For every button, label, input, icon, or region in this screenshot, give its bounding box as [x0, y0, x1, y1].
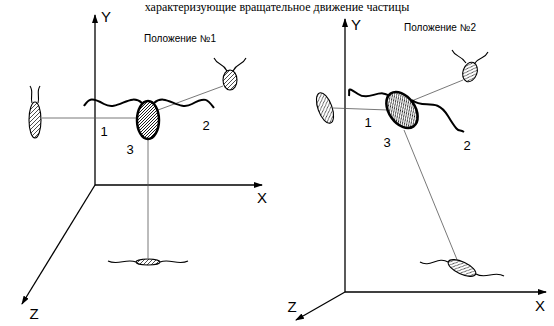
axis-x [345, 291, 546, 292]
projection-lines-left [42, 86, 223, 258]
callout-number: 3 [383, 136, 390, 150]
flagellum-projection [420, 260, 448, 263]
cell-left [84, 100, 214, 139]
projection-line [404, 130, 458, 262]
flagellum [412, 100, 464, 132]
projections-left [29, 58, 246, 265]
callout-number: 3 [126, 143, 133, 157]
axis-label: X [257, 190, 267, 207]
cell-body [380, 86, 424, 134]
flagellum-projection [233, 58, 246, 71]
flagellum [154, 100, 214, 108]
projection-yz [29, 102, 41, 138]
caption-fragment: характеризующие вращательное движение ча… [145, 1, 409, 14]
projection-line [333, 108, 388, 110]
projection-xz [136, 259, 160, 265]
flagellum-projection [476, 274, 504, 276]
axis-label: X [535, 298, 545, 315]
panel-title: Положение №1 [144, 33, 216, 44]
flagellum-projection [214, 58, 227, 71]
flagellum-projection [108, 261, 136, 263]
flagellum-projection [160, 261, 188, 263]
projections-right [313, 50, 504, 280]
flagellum-projection [474, 52, 488, 64]
projection-line [414, 80, 463, 100]
projection-xz [446, 256, 478, 280]
flagellum [84, 100, 142, 106]
flagellum-projection [38, 86, 40, 103]
cell-right [349, 86, 464, 134]
projection-xy [223, 70, 237, 90]
axis-x [95, 184, 262, 185]
projection-yz [313, 91, 337, 126]
flagellum-projection [452, 50, 466, 63]
axis-label: Z [287, 299, 296, 316]
callout-number: 1 [100, 125, 107, 139]
axis-z [22, 185, 95, 304]
axis-label: Y [351, 17, 361, 34]
axis-z [296, 292, 345, 320]
projection-line [42, 118, 137, 119]
callout-number: 1 [364, 116, 371, 130]
axes-right [296, 19, 546, 320]
axis-label: Z [29, 306, 38, 323]
flagellum-projection [30, 86, 32, 103]
projection-xy [460, 60, 480, 84]
cell-body [137, 101, 159, 139]
flagellum [349, 90, 392, 98]
projection-line [148, 140, 149, 258]
callout-number: 2 [463, 139, 470, 153]
panel-title: Положение №2 [404, 22, 476, 33]
callout-number: 2 [202, 119, 209, 133]
axis-label: Y [101, 9, 111, 26]
projection-lines-right [333, 80, 463, 262]
axis-y [344, 19, 345, 292]
axes-left [22, 15, 262, 304]
